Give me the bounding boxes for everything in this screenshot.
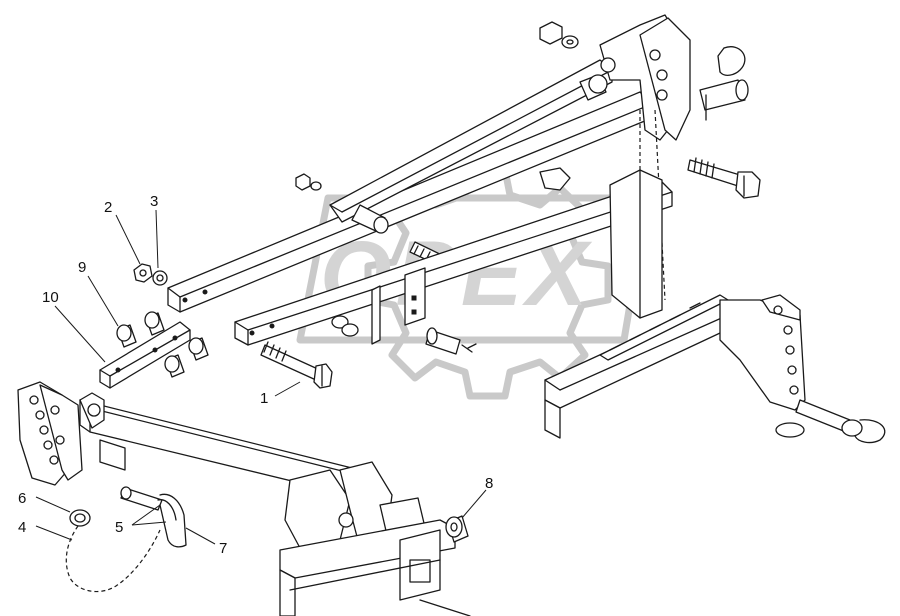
bolt-top-right <box>687 157 761 199</box>
svg-text:1: 1 <box>260 390 268 407</box>
svg-text:10: 10 <box>42 289 59 306</box>
bushing-part-8 <box>445 515 469 543</box>
callout-8: 8 <box>461 475 493 519</box>
lower-assembly <box>17 381 471 616</box>
svg-text:5: 5 <box>115 519 123 536</box>
callout-2: 2 <box>104 199 141 265</box>
lynch-pin-part-5 <box>120 486 187 548</box>
svg-text:2: 2 <box>104 199 112 216</box>
callout-6: 6 <box>18 490 71 513</box>
bushing-part-9 <box>116 311 209 378</box>
callout-9: 9 <box>78 259 119 327</box>
right-hitch-bracket <box>719 294 806 411</box>
svg-text:8: 8 <box>485 475 493 492</box>
svg-text:6: 6 <box>18 490 26 507</box>
clip-part-6 <box>69 509 91 527</box>
callout-10: 10 <box>42 289 106 363</box>
left-hitch-bracket <box>17 381 83 486</box>
svg-text:3: 3 <box>150 193 158 210</box>
bolt-part-1 <box>260 341 333 389</box>
svg-text:9: 9 <box>78 259 86 276</box>
callout-5: 5 <box>115 504 167 536</box>
right-clevis-pin <box>775 399 886 444</box>
callout-4: 4 <box>18 519 73 541</box>
callout-3: 3 <box>150 193 159 269</box>
chain-part-4 <box>65 525 161 593</box>
washer-middle <box>331 315 359 337</box>
plate-part-10 <box>99 321 191 389</box>
callout-7: 7 <box>185 527 227 557</box>
watermark-plate <box>296 194 652 344</box>
svg-text:7: 7 <box>219 540 227 557</box>
svg-text:4: 4 <box>18 519 26 536</box>
washer-part-3 <box>152 270 168 286</box>
nut-part-2 <box>133 263 153 283</box>
small-pin <box>425 327 477 355</box>
callout-1: 1 <box>260 381 301 407</box>
upper-frame-assembly <box>167 14 886 444</box>
top-nut <box>539 21 579 49</box>
nut-upper-center <box>295 173 322 191</box>
top-clevis-pin <box>699 46 749 121</box>
left-exploded-parts <box>99 263 333 389</box>
middle-pin <box>351 204 389 234</box>
